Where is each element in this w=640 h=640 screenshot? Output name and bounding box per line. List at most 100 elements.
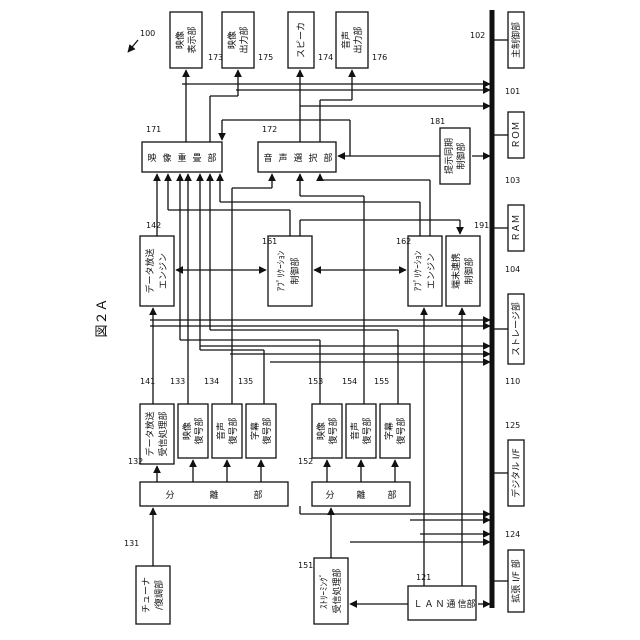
svg-text:選: 選 [293, 153, 302, 164]
svg-text:受信処理部: 受信処理部 [331, 568, 343, 613]
svg-text:124: 124 [505, 530, 520, 539]
svg-text:ｽﾄﾘｰﾐﾝｸﾞ: ｽﾄﾘｰﾐﾝｸﾞ [319, 573, 330, 609]
block-video-decoder-2: 映像 復号部 153 [308, 377, 342, 458]
svg-text:103: 103 [505, 176, 520, 185]
svg-text:部: 部 [207, 152, 216, 164]
block-caption-decoder-1: 字幕 復号部 135 [238, 377, 276, 458]
block-rom: ＲＯＭ 103 [494, 112, 524, 185]
svg-text:主制御部: 主制御部 [510, 22, 522, 58]
svg-text:174: 174 [318, 53, 333, 62]
block-ram: ＲＡＭ 104 [494, 205, 524, 274]
svg-text:復号部: 復号部 [361, 417, 373, 444]
svg-text:分: 分 [325, 490, 334, 501]
svg-text:152: 152 [298, 457, 313, 466]
svg-text:音: 音 [263, 152, 272, 164]
svg-text:153: 153 [308, 377, 323, 386]
svg-text:ｱﾌﾟﾘｹｰｼｮﾝ: ｱﾌﾟﾘｹｰｼｮﾝ [276, 250, 287, 291]
svg-text:復号部: 復号部 [261, 417, 273, 444]
block-data-receive: データ放送 受信処理部 141 [140, 377, 174, 464]
svg-text:ストレージ部: ストレージ部 [510, 302, 522, 356]
svg-text:出力部: 出力部 [352, 26, 364, 53]
svg-text:/復調部: /復調部 [153, 580, 165, 610]
svg-text:受信処理部: 受信処理部 [157, 411, 169, 456]
svg-text:データ放送: データ放送 [144, 411, 156, 456]
svg-text:離: 離 [209, 489, 218, 501]
svg-text:重: 重 [177, 152, 186, 164]
svg-text:132: 132 [128, 457, 143, 466]
block-streaming-receive: ｽﾄﾘｰﾐﾝｸﾞ 受信処理部 151 [298, 558, 348, 624]
svg-text:制御部: 制御部 [455, 142, 467, 169]
svg-text:復号部: 復号部 [193, 417, 205, 444]
block-video-decoder-1: 映像 復号部 133 [170, 377, 208, 458]
svg-text:出力部: 出力部 [238, 26, 250, 53]
block-audio-decoder-2: 音声 復号部 154 [342, 377, 376, 458]
svg-text:制御部: 制御部 [463, 257, 475, 284]
block-video-display: 映像 表示部 173 [170, 12, 223, 68]
block-presentation-sync: 提示同期 制御部 181 [430, 117, 470, 184]
svg-text:通: 通 [446, 599, 455, 610]
svg-text:端末連携: 端末連携 [450, 253, 462, 289]
svg-text:191: 191 [474, 221, 489, 230]
svg-text:171: 171 [146, 125, 161, 134]
block-caption-decoder-2: 字幕 復号部 155 [374, 377, 410, 458]
svg-text:142: 142 [146, 221, 161, 230]
svg-text:110: 110 [505, 377, 520, 386]
svg-text:151: 151 [298, 561, 313, 570]
svg-text:部: 部 [387, 489, 396, 501]
block-video-output: 映像 出力部 175 [222, 12, 273, 68]
svg-text:復号部: 復号部 [227, 417, 239, 444]
svg-text:映像: 映像 [226, 31, 238, 49]
svg-text:復号部: 復号部 [327, 417, 339, 444]
block-terminal-link: 端末連携 制御部 191 [446, 221, 489, 306]
svg-text:104: 104 [505, 265, 520, 274]
svg-text:181: 181 [430, 117, 445, 126]
svg-text:162: 162 [396, 237, 411, 246]
svg-text:択: 択 [308, 152, 317, 164]
svg-text:ＲＯＭ: ＲＯＭ [512, 121, 522, 148]
svg-text:スピーカ: スピーカ [296, 22, 307, 58]
svg-text:133: 133 [170, 377, 185, 386]
svg-text:ＲＡＭ: ＲＡＭ [512, 214, 522, 241]
svg-text:字幕: 字幕 [383, 422, 395, 440]
svg-text:拡張 I/F 部: 拡張 I/F 部 [510, 559, 522, 603]
block-speaker: スピーカ 174 [288, 12, 333, 68]
svg-text:復号部: 復号部 [395, 417, 407, 444]
svg-text:175: 175 [258, 53, 273, 62]
block-tuner: チューナ /復調部 131 [124, 539, 170, 624]
svg-text:部: 部 [323, 152, 332, 164]
svg-text:畳: 畳 [192, 153, 201, 164]
svg-text:映像: 映像 [315, 422, 327, 440]
block-demux-2: 分 離 部 152 [298, 457, 410, 506]
svg-text:映像: 映像 [174, 31, 186, 49]
svg-text:信: 信 [457, 598, 466, 610]
block-audio-decoder-1: 音声 復号部 134 [204, 377, 242, 458]
svg-text:表示部: 表示部 [186, 26, 198, 53]
svg-text:音声: 音声 [340, 31, 352, 49]
svg-text:分: 分 [165, 490, 174, 501]
svg-text:離: 離 [356, 489, 365, 501]
svg-text:125: 125 [505, 421, 520, 430]
svg-text:176: 176 [372, 53, 387, 62]
block-audio-selector: 音 声 選 択 部 172 [258, 125, 336, 172]
svg-text:提示同期: 提示同期 [444, 138, 455, 174]
block-lan: Ｌ Ａ Ｎ 通 信 部 121 [408, 573, 476, 620]
svg-text:161: 161 [262, 237, 277, 246]
svg-text:101: 101 [505, 87, 520, 96]
svg-text:部: 部 [253, 489, 262, 501]
svg-text:173: 173 [208, 53, 223, 62]
svg-text:デジタル I/F: デジタル I/F [510, 448, 522, 498]
block-app-engine-1: ｱﾌﾟﾘｹｰｼｮﾝ 制御部 161 [262, 236, 312, 306]
block-audio-output: 音声 出力部 176 [336, 12, 387, 68]
svg-text:音声: 音声 [215, 422, 227, 440]
svg-text:ｱﾌﾟﾘｹｰｼｮﾝ: ｱﾌﾟﾘｹｰｼｮﾝ [413, 250, 424, 291]
svg-text:映: 映 [147, 152, 156, 164]
svg-text:音声: 音声 [349, 422, 361, 440]
block-main-ctrl: 主制御部 101 [494, 12, 524, 96]
block-storage: ストレージ部 110 [494, 294, 524, 386]
block-app-engine-2: ｱﾌﾟﾘｹｰｼｮﾝ エンジン 162 [396, 236, 442, 306]
block-digital-if: デジタル I/F 125 [494, 421, 524, 506]
svg-text:データ放送: データ放送 [144, 248, 156, 293]
svg-text:131: 131 [124, 539, 139, 548]
svg-text:Ｎ: Ｎ [435, 600, 444, 610]
